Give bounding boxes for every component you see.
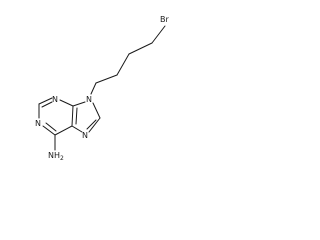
nh2-subscript: 2: [60, 155, 64, 162]
purine-bonds: [38, 97, 101, 151]
bond-c2-c3: [116, 53, 130, 76]
bond-n3-c2: [38, 97, 53, 105]
bond-c1-c2: [128, 42, 153, 55]
bond-n3-c2-double: [41, 101, 53, 108]
bond-c4-n9: [90, 82, 97, 95]
bond-c8-n7: [88, 117, 101, 133]
atom-label-br: Br: [160, 15, 169, 24]
bond-n1-c6-double: [45, 122, 57, 132]
atom-label-n9: N: [86, 95, 92, 104]
bond-c4-n3: [59, 99, 74, 107]
bond-n9-c8: [92, 102, 101, 119]
molecule-structure: Br N N N N NH2: [35, 15, 169, 162]
nh-text: NH: [48, 151, 60, 160]
bond-c4-c5-double: [75, 107, 78, 125]
bond-br-c1: [151, 25, 166, 44]
atom-label-n7: N: [82, 131, 88, 140]
butyl-chain: [90, 25, 166, 95]
bond-c6-c5: [54, 125, 73, 136]
atom-label-nh2: NH2: [48, 151, 64, 162]
bond-n9-c4: [72, 101, 86, 107]
atom-label-n3: N: [52, 95, 58, 104]
atom-label-n1: N: [35, 119, 41, 128]
bond-c4-c5: [71, 105, 74, 127]
atom-labels: Br N N N N NH2: [35, 15, 169, 162]
bond-n1-c6: [42, 125, 56, 136]
bond-n7-c5: [71, 125, 83, 133]
bond-c8-n7-double: [86, 119, 97, 130]
bond-c3-c4: [95, 74, 118, 84]
